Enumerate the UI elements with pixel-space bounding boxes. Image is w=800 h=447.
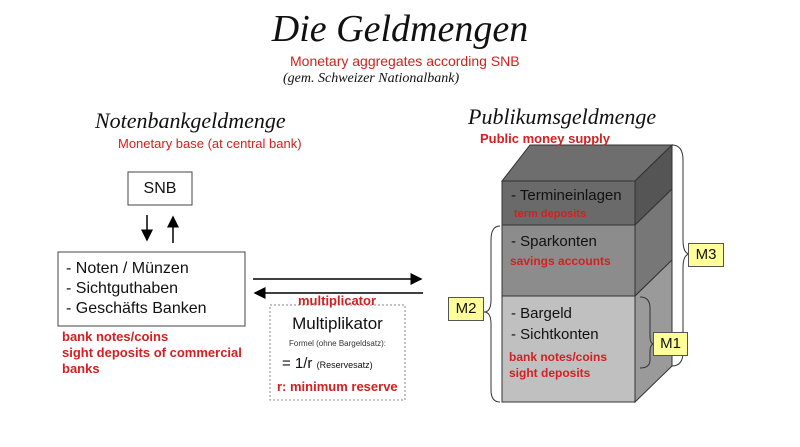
layer-cash-en-line: bank notes/coins [509,350,608,364]
label-m2: M2 [448,297,484,321]
label-m3: M3 [688,243,724,267]
base-item-en: bank notes/coins [62,329,169,344]
base-item: - Sichtguthaben [66,280,179,297]
formula-sub: (Reservesatz) [316,360,373,370]
base-item: - Geschäfts Banken [66,300,207,317]
multiplier-label-en: multiplicator [298,293,377,308]
page-title: Die Geldmengen [271,8,529,50]
formula: = 1/r (Reservesatz) [282,355,373,372]
reserve-note: r: minimum reserve [277,379,398,394]
snb-box [127,171,193,206]
layer-cash-en: bank notes/coins sight deposits [509,349,607,381]
formula-value: = 1/r [282,355,313,372]
brace-m2 [483,225,501,403]
layer-savings-label: - Sparkonten [511,233,597,250]
subtitle-de: (gem. Schweizer Nationalbank) [283,71,460,86]
layer-savings [501,224,636,297]
formula-note: Formel (ohne Bargeldsatz): [289,339,386,348]
right-heading-en: Public money supply [480,131,611,146]
layer-cash-en-line: sight deposits [509,366,591,380]
subtitle-en: Monetary aggregates according SNB [290,53,520,69]
base-items: - Noten / Münzen - Sichtguthaben - Gesch… [66,259,207,319]
left-heading-en: Monetary base (at central bank) [118,136,302,151]
multiplier-box [269,304,406,401]
layer-term-en: term deposits [514,208,587,220]
layer-cash [501,295,636,403]
layer-savings-en: savings accounts [510,254,611,268]
base-items-en: bank notes/coins sight deposits of comme… [62,329,242,377]
base-box [57,251,246,327]
base-item: - Noten / Münzen [66,260,189,277]
base-item-en: sight deposits of commercial [62,345,242,360]
layer-term-label: - Termineinlagen [511,187,622,204]
layer-cash-labels: - Bargeld - Sichtkonten [511,303,599,345]
right-heading: Publikumsgeldmenge [468,104,657,129]
label-m1: M1 [653,332,688,356]
multiplier-title: Multiplikator [292,314,383,333]
left-heading: Notenbankgeldmenge [95,108,286,133]
layer-cash-label: - Bargeld [511,305,572,322]
base-item-en: banks [62,361,100,376]
snb-label: SNB [143,180,177,197]
layer-cash-label: - Sichtkonten [511,326,599,343]
layer-term [501,180,636,226]
